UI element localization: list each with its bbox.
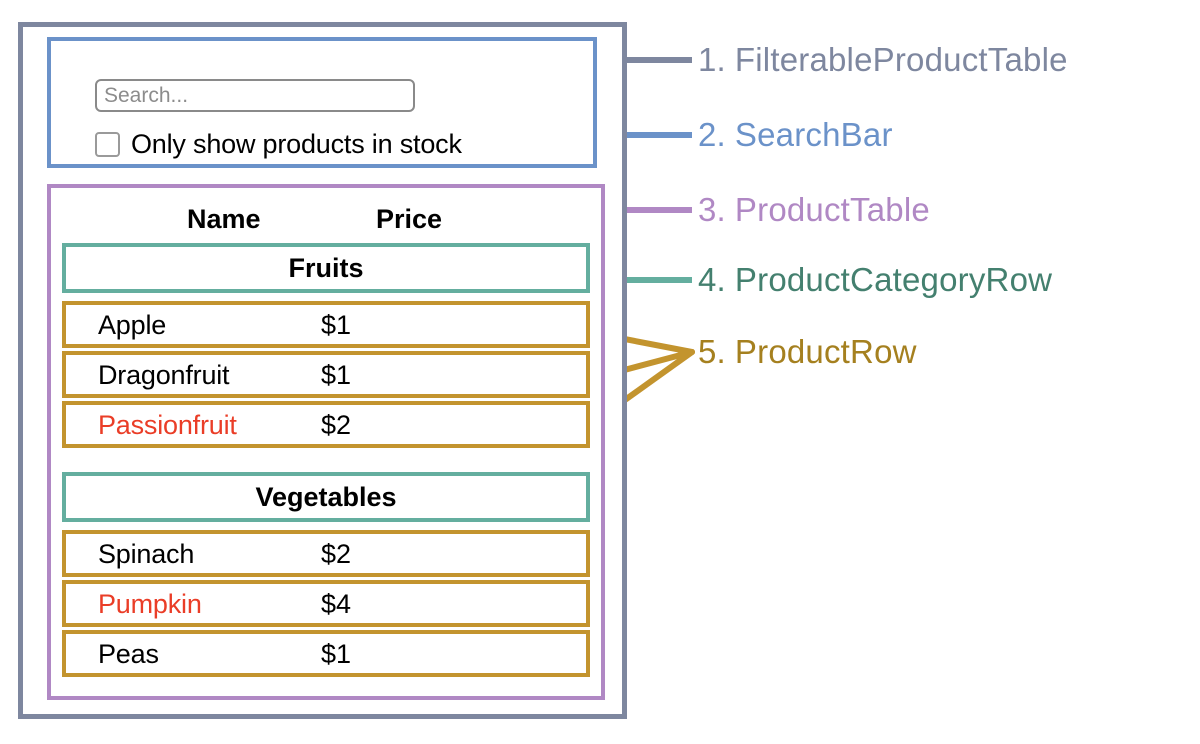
search-bar-box: Only show products in stock bbox=[47, 37, 597, 168]
legend-item-filterable-product-table: 1.FilterableProductTable bbox=[698, 41, 1068, 79]
legend-number: 2. bbox=[698, 116, 726, 153]
product-category-label: Fruits bbox=[288, 252, 364, 283]
product-category-label: Vegetables bbox=[255, 481, 397, 512]
product-row: Pumpkin $4 bbox=[62, 580, 590, 627]
product-price: $2 bbox=[321, 410, 352, 440]
product-price: $1 bbox=[321, 360, 352, 390]
product-name: Peas bbox=[98, 639, 159, 669]
legend-name: ProductRow bbox=[734, 333, 917, 370]
legend-item-product-category-row: 4.ProductCategoryRow bbox=[698, 261, 1052, 299]
product-row: Dragonfruit $1 bbox=[62, 351, 590, 398]
legend-number: 4. bbox=[698, 261, 726, 298]
product-name: Pumpkin bbox=[98, 589, 202, 619]
legend-name: FilterableProductTable bbox=[734, 41, 1068, 78]
product-price: $1 bbox=[321, 639, 352, 669]
in-stock-checkbox-label: Only show products in stock bbox=[131, 129, 462, 159]
legend-item-product-row: 5.ProductRow bbox=[698, 333, 917, 371]
in-stock-checkbox-row[interactable]: Only show products in stock bbox=[95, 129, 462, 160]
spacer bbox=[58, 293, 597, 298]
product-name: Passionfruit bbox=[98, 410, 237, 440]
product-name: Apple bbox=[98, 310, 167, 340]
product-name: Dragonfruit bbox=[98, 360, 230, 390]
legend-item-product-table: 3.ProductTable bbox=[698, 191, 930, 229]
spacer bbox=[58, 448, 597, 472]
product-name: Spinach bbox=[98, 539, 195, 569]
product-table-header-row: Name Price bbox=[58, 188, 597, 243]
legend-number: 5. bbox=[698, 333, 726, 370]
product-table-box: Name Price Fruits Apple $1 Dragonfruit $… bbox=[47, 184, 605, 700]
search-input[interactable] bbox=[95, 79, 415, 112]
column-header-price: Price bbox=[376, 204, 443, 234]
legend-number: 3. bbox=[698, 191, 726, 228]
product-table-inner: Name Price Fruits Apple $1 Dragonfruit $… bbox=[58, 188, 597, 677]
product-category-row: Fruits bbox=[62, 243, 590, 293]
legend-item-search-bar: 2.SearchBar bbox=[698, 116, 893, 154]
product-row: Spinach $2 bbox=[62, 530, 590, 577]
product-price: $2 bbox=[321, 539, 352, 569]
checkbox-icon[interactable] bbox=[95, 132, 120, 157]
legend-number: 1. bbox=[698, 41, 726, 78]
product-row: Passionfruit $2 bbox=[62, 401, 590, 448]
legend-name: ProductCategoryRow bbox=[734, 261, 1053, 298]
product-row: Peas $1 bbox=[62, 630, 590, 677]
product-price: $4 bbox=[321, 589, 352, 619]
product-price: $1 bbox=[321, 310, 352, 340]
legend-name: ProductTable bbox=[734, 191, 930, 228]
product-row: Apple $1 bbox=[62, 301, 590, 348]
spacer bbox=[58, 522, 597, 527]
column-header-name: Name bbox=[187, 204, 261, 234]
legend-name: SearchBar bbox=[734, 116, 893, 153]
product-category-row: Vegetables bbox=[62, 472, 590, 522]
